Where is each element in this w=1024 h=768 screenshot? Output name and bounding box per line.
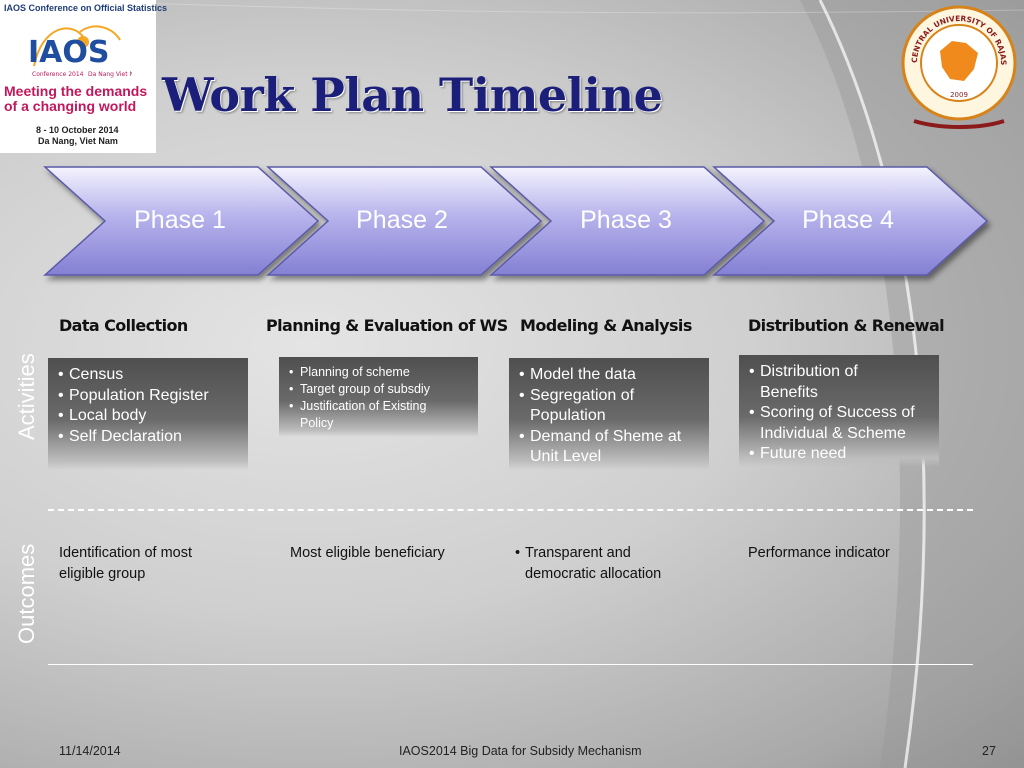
section-divider — [48, 509, 973, 511]
column-heading-2: Planning & Evaluation of WS — [266, 316, 508, 335]
svg-text:Da Nang Viet Nam: Da Nang Viet Nam — [88, 71, 132, 78]
conference-place: Da Nang, Viet Nam — [38, 136, 118, 146]
activity-item: Target group of subsdiy — [289, 381, 478, 398]
footer-date: 11/14/2014 — [59, 744, 121, 758]
activity-item: Scoring of Success of Individual & Schem… — [749, 403, 938, 444]
phase-1-label: Phase 1 — [134, 206, 226, 234]
phase-4-label: Phase 4 — [802, 206, 894, 234]
activities-box-2: Planning of scheme Target group of subsd… — [279, 357, 478, 437]
activity-item: Local body — [58, 406, 248, 427]
conference-banner: IAOS Conference on Official Statistics — [4, 3, 168, 13]
phase-3-chevron — [489, 166, 766, 276]
activities-box-3: Model the data Segregation of Population… — [509, 358, 709, 470]
phase-chevrons — [43, 166, 989, 276]
activities-box-4: Distribution of Benefits Scoring of Succ… — [739, 355, 939, 467]
outcome-2: Most eligible beneficiary — [290, 545, 445, 561]
column-heading-4: Distribution & Renewal — [748, 316, 945, 335]
outcome-item: Transparent and democratic allocation — [515, 543, 685, 585]
phase-3-label: Phase 3 — [580, 206, 672, 234]
phase-2-chevron — [266, 166, 543, 276]
conference-logo-panel: IAOS Conference on Official Statistics I… — [0, 0, 167, 153]
activities-side-label: Activities — [14, 353, 39, 440]
outcomes-side-label: Outcomes — [14, 543, 39, 644]
university-seal-icon: CENTRAL UNIVERSITY OF RAJASTHAN 2009 — [900, 3, 1017, 129]
svg-text:IAOS: IAOS — [28, 35, 110, 70]
phase-1-chevron — [43, 166, 320, 276]
phase-4-chevron — [712, 166, 989, 276]
activity-item: Population Register — [58, 386, 248, 407]
activity-item: Demand of Sheme at Unit Level — [519, 427, 710, 468]
iaos-logo-icon: IAOS Conference 2014 Da Nang Viet Nam — [28, 25, 132, 78]
bottom-rule — [48, 664, 973, 665]
activity-item: Future need — [749, 444, 939, 465]
svg-text:2009: 2009 — [950, 91, 968, 99]
activity-item: Self Declaration — [58, 427, 248, 448]
footer-title: IAOS2014 Big Data for Subsidy Mechanism — [399, 744, 642, 758]
activity-item: Census — [58, 365, 248, 386]
phase-2-label: Phase 2 — [356, 206, 448, 234]
activity-item: Justification of Existing Policy — [289, 398, 450, 432]
page-number: 27 — [982, 744, 996, 758]
activity-item: Distribution of Benefits — [749, 362, 880, 403]
outcome-4: Performance indicator — [748, 545, 890, 561]
column-heading-1: Data Collection — [59, 316, 188, 335]
column-heading-3: Modeling & Analysis — [520, 316, 692, 335]
activity-item: Planning of scheme — [289, 364, 478, 381]
outcome-3: Transparent and democratic allocation — [515, 543, 695, 585]
svg-text:Conference 2014: Conference 2014 — [32, 71, 84, 78]
slide-title: Work Plan Timeline — [162, 68, 663, 122]
outcome-1: Identification of most eligible group — [59, 545, 192, 582]
activity-item: Segregation of Population — [519, 386, 660, 427]
conference-tagline: Meeting the demands of a changing world — [4, 83, 148, 114]
activity-item: Model the data — [519, 365, 709, 386]
activities-box-1: Census Population Register Local body Se… — [48, 358, 248, 470]
conference-dates: 8 - 10 October 2014 — [36, 125, 119, 135]
